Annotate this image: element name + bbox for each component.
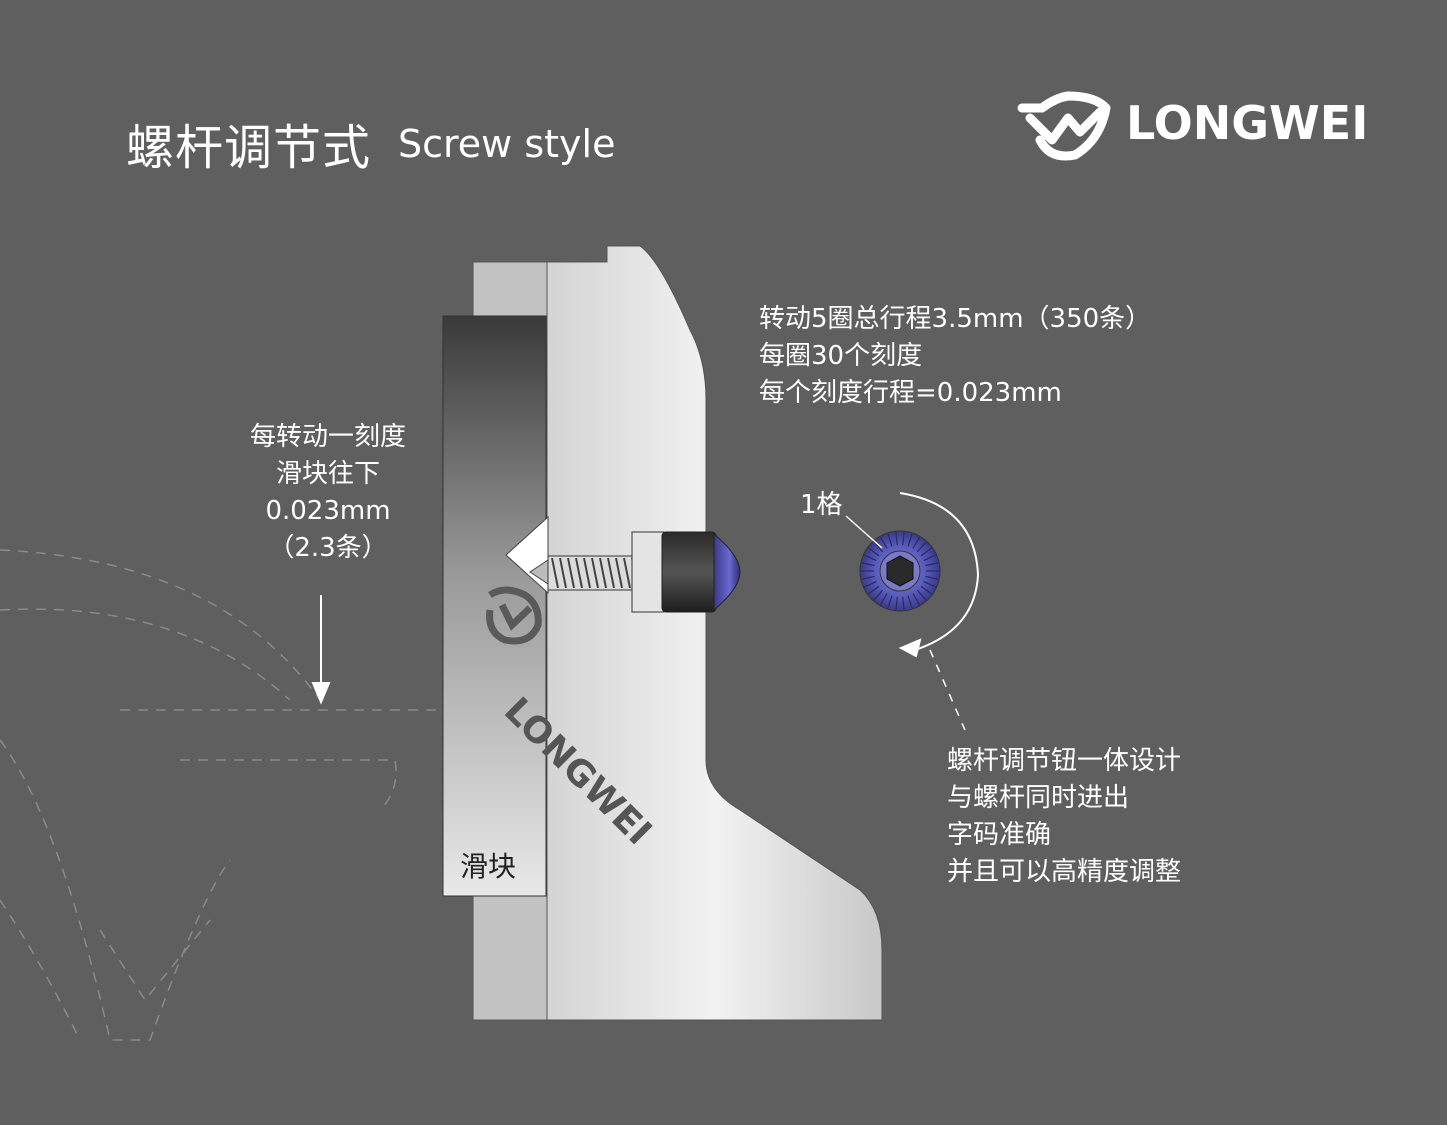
rotation-arrow-icon: [898, 492, 980, 658]
dial-tick: [925, 575, 939, 580]
dial-knob: [859, 530, 941, 612]
dial-label: 1格: [800, 490, 843, 520]
dial-tick: [861, 575, 875, 580]
left-note-line: 每转动一刻度: [249, 422, 406, 452]
dial-tick: [873, 589, 884, 601]
left-note-line: 0.023mm: [265, 496, 391, 526]
dial-tick: [923, 554, 936, 561]
left-note: 每转动一刻度 滑块往下 0.023mm （2.3条）: [228, 419, 428, 567]
page-title-cn: 螺杆调节式: [126, 120, 372, 176]
dial-label-leader: [845, 515, 883, 549]
watermark-logo-icon: [486, 586, 542, 645]
dial-tick: [925, 562, 939, 567]
dial-tick: [861, 562, 875, 567]
dial-tick: [879, 593, 888, 606]
slider-block: [442, 315, 547, 897]
dial-tick: [916, 541, 927, 553]
dial-tick: [902, 596, 905, 610]
dial-tick: [887, 595, 893, 609]
dial-tick: [916, 589, 927, 601]
design-note-line: 字码准确: [947, 820, 1052, 850]
dial-tick: [864, 581, 877, 588]
spec-note-line: 每圈30个刻度: [759, 341, 923, 371]
dial-tick: [907, 533, 913, 547]
slider-label: 滑块: [460, 850, 517, 883]
brand-logo-icon: [1017, 91, 1111, 161]
dial-tick: [864, 554, 877, 561]
down-arrow-icon: [311, 595, 331, 705]
dial-tick: [902, 532, 905, 546]
dial-tick: [879, 536, 888, 549]
dial-tick: [873, 541, 884, 553]
dial-tick-marks: [861, 532, 939, 610]
spec-note-line: 每个刻度行程=0.023mm: [759, 378, 1062, 408]
hex-socket-icon: [886, 555, 914, 587]
page-title-en: Screw style: [398, 122, 616, 166]
design-note-line: 螺杆调节钮一体设计: [947, 746, 1182, 776]
spec-note-line: 转动5圈总行程3.5mm（350条）: [759, 304, 1152, 334]
background-logo-outline: [0, 549, 473, 1041]
dial-tick: [895, 532, 898, 546]
dial-tick: [907, 595, 913, 609]
design-note: 螺杆调节钮一体设计 与螺杆同时进出 字码准确 并且可以高精度调整: [947, 743, 1181, 891]
dial-tick: [912, 593, 921, 606]
dial-tick: [868, 547, 880, 557]
brand-name: LONGWEI: [1126, 96, 1369, 150]
dial-tick: [920, 585, 932, 595]
screw-assembly: [505, 515, 741, 613]
spec-note: 转动5圈总行程3.5mm（350条） 每圈30个刻度 每个刻度行程=0.023m…: [759, 301, 1151, 412]
design-note-line: 并且可以高精度调整: [947, 857, 1182, 887]
dial-tick: [895, 596, 898, 610]
design-note-line: 与螺杆同时进出: [947, 783, 1130, 813]
left-note-line: 滑块往下: [275, 459, 380, 489]
dial-tick: [887, 533, 893, 547]
dial-tick: [923, 581, 936, 588]
left-note-line: （2.3条）: [268, 533, 388, 563]
note-leader-dashed: [929, 649, 966, 731]
dial-tick: [868, 585, 880, 595]
dial-tick: [912, 536, 921, 549]
dial-tick: [920, 547, 932, 557]
